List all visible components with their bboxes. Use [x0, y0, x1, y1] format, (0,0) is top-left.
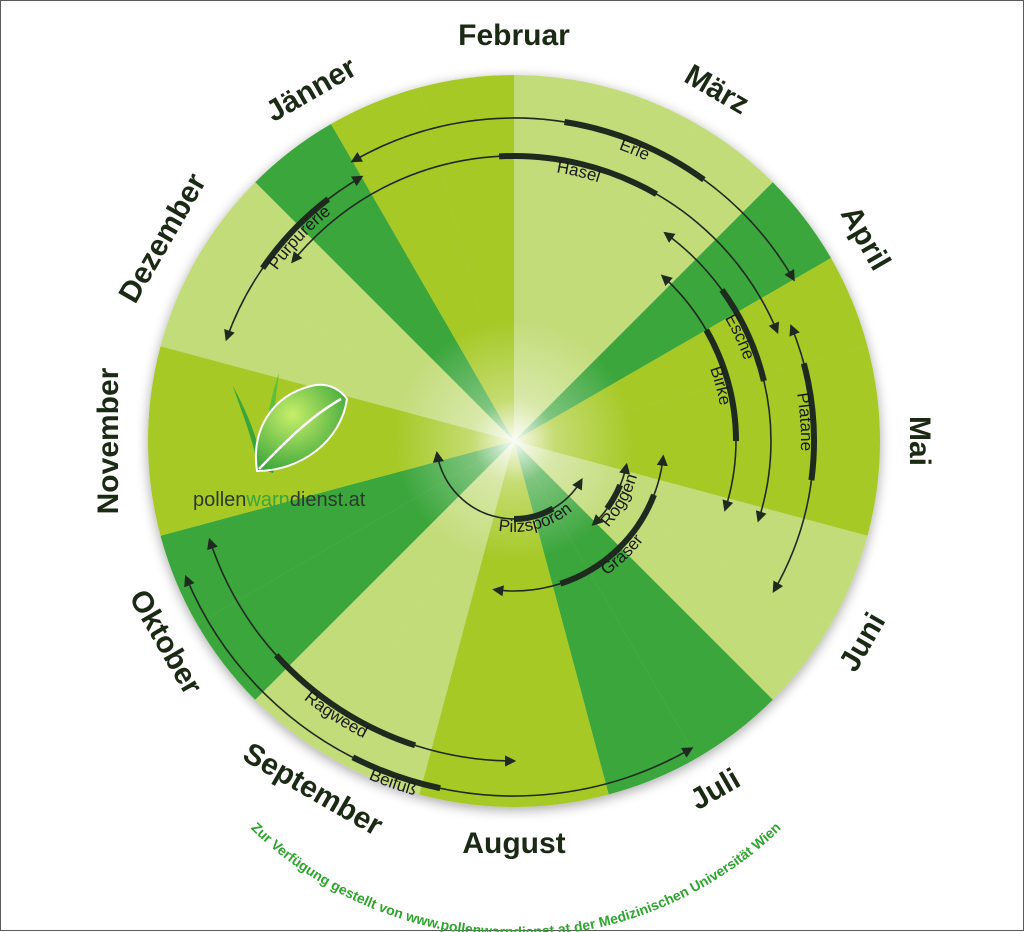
- season-arrow: [432, 450, 583, 520]
- peak-band: [800, 362, 817, 481]
- month-label: August: [462, 827, 565, 860]
- month-label: Juli: [685, 762, 746, 816]
- peak-band: [260, 196, 331, 270]
- month-label: Mai: [903, 416, 936, 466]
- month-label: Februar: [458, 19, 570, 52]
- peak-band: [703, 328, 740, 442]
- month-label: November: [92, 367, 125, 514]
- month-label: April: [834, 200, 897, 276]
- logo-wordmark: pollenwarndienst.at: [193, 489, 366, 511]
- month-label: März: [679, 58, 755, 121]
- leaf-vein-icon: [258, 397, 342, 470]
- peak-band: [564, 119, 706, 183]
- month-label: Juni: [833, 607, 892, 677]
- peak-band: [498, 153, 658, 197]
- plant-track: Platane: [772, 324, 817, 593]
- peak-band: [513, 505, 555, 522]
- plant-label: Platane: [793, 391, 816, 451]
- peak-band: [351, 754, 441, 792]
- pollenwarndienst-logo: pollenwarndienst.at: [193, 373, 366, 511]
